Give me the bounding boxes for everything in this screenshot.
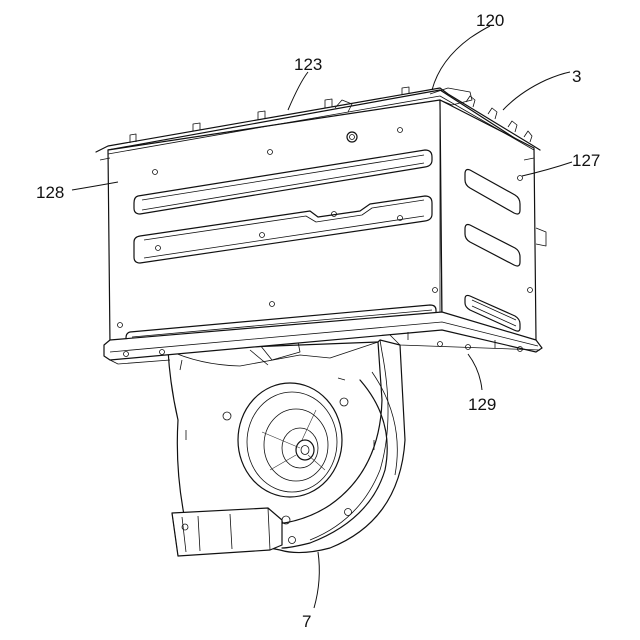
label-7: 7 xyxy=(302,612,311,631)
fan-unit xyxy=(168,340,405,556)
label-3: 3 xyxy=(572,67,581,86)
label-127: 127 xyxy=(572,151,600,170)
leader-3 xyxy=(503,72,570,110)
leader-7 xyxy=(314,552,319,608)
label-128: 128 xyxy=(36,183,64,202)
leader-123 xyxy=(288,72,308,110)
label-129: 129 xyxy=(468,395,496,414)
casing xyxy=(96,87,546,364)
label-120: 120 xyxy=(476,11,504,30)
label-123: 123 xyxy=(294,55,322,74)
leader-120 xyxy=(432,26,490,90)
leader-129 xyxy=(468,354,482,390)
